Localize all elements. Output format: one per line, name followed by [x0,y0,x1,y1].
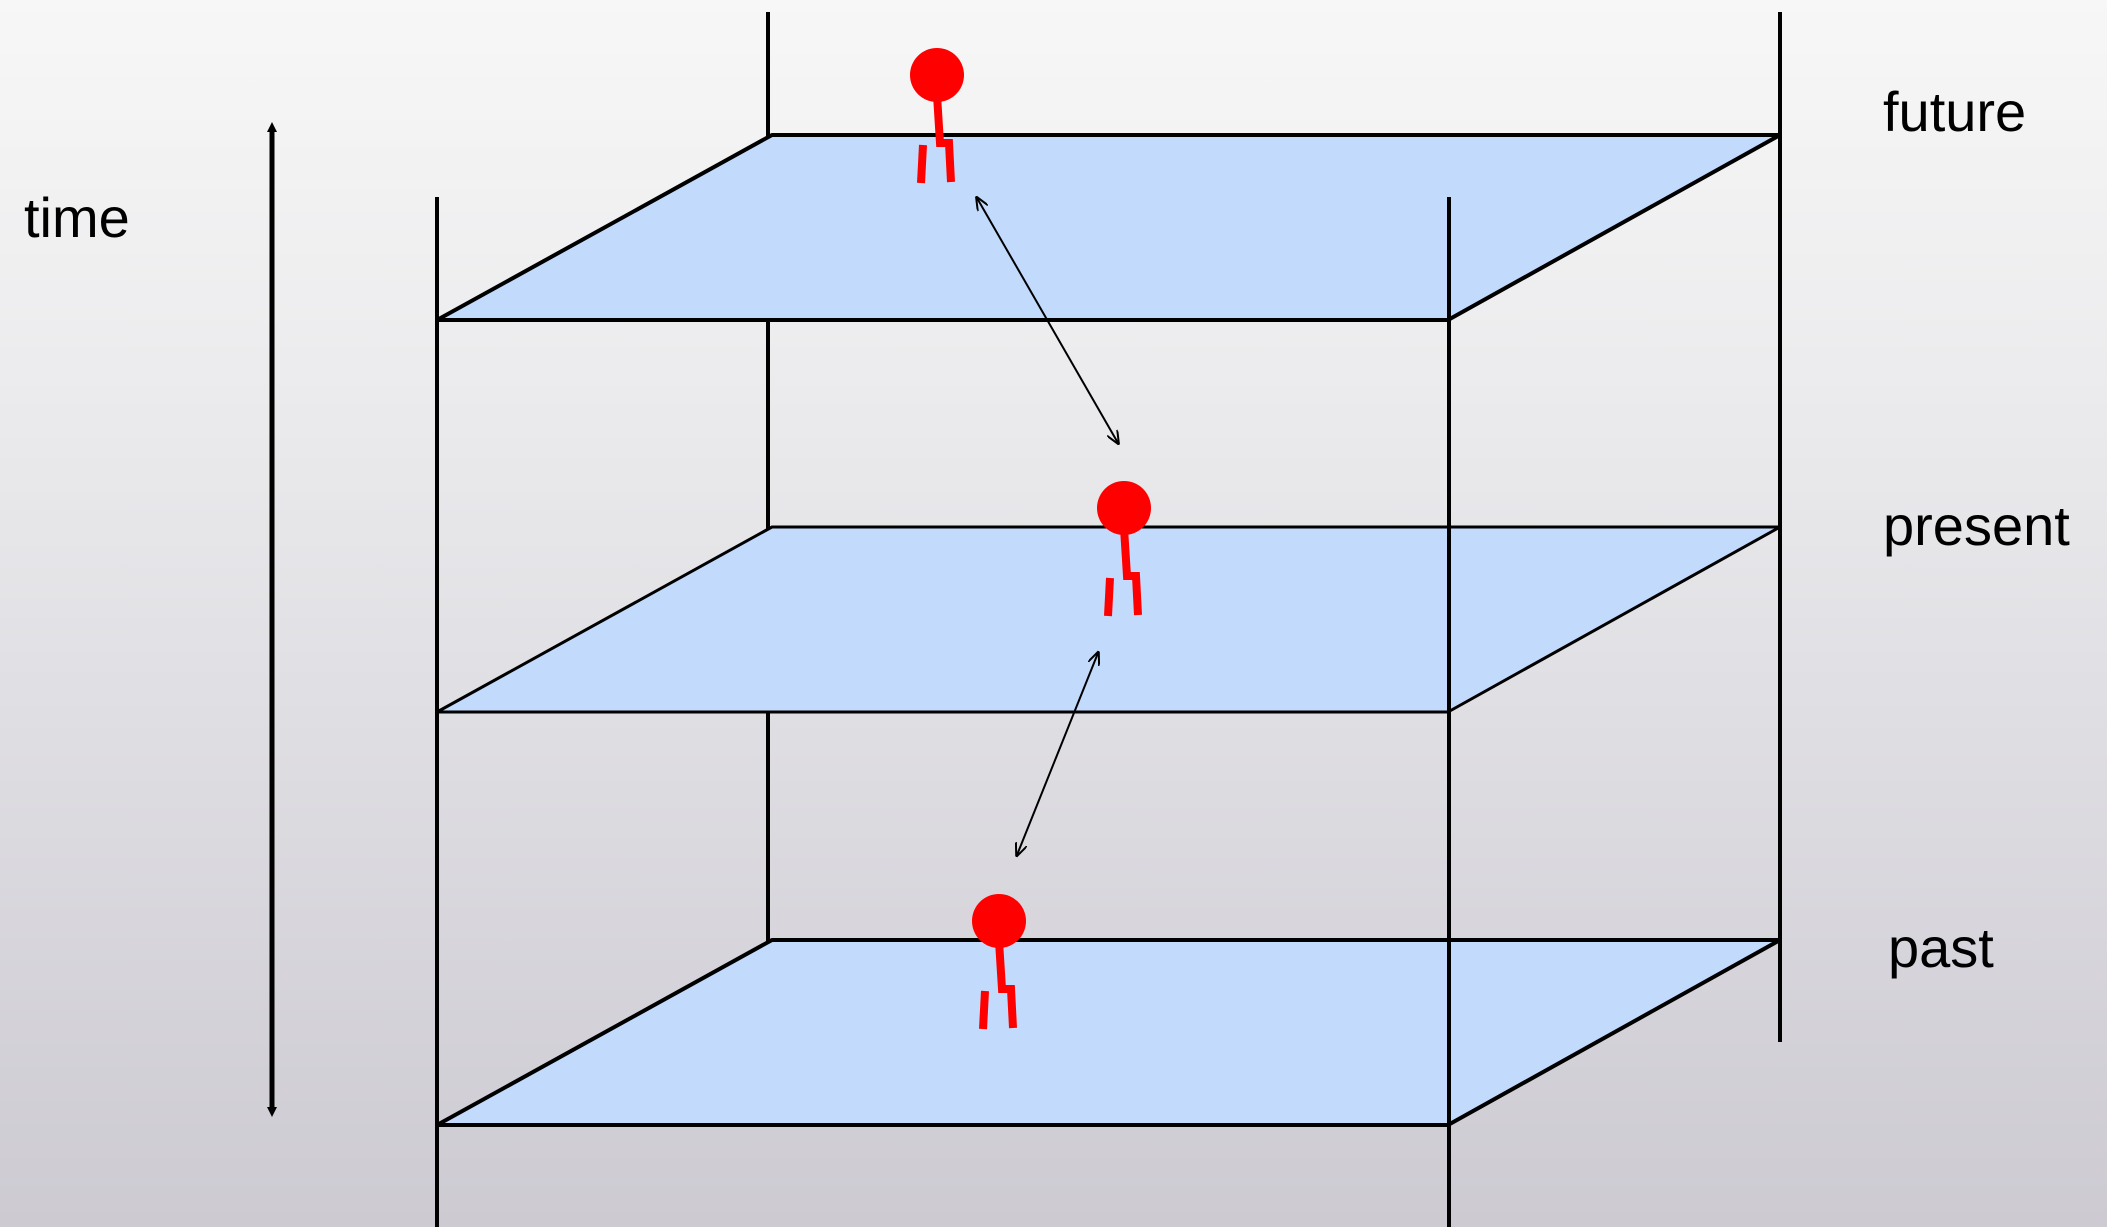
stick-figure-icon-future [910,48,964,184]
time-axis-label: time [24,186,130,249]
past-label: past [1888,916,1994,979]
stick-figure-icon-present [1097,481,1151,617]
plane-future [435,133,1782,322]
arrow-present-past [1017,653,1098,855]
arrow-future-present [977,198,1118,443]
plane-present [435,525,1782,714]
present-label: present [1883,494,2070,557]
stick-figure-icon-past [972,894,1026,1030]
plane-past [435,938,1782,1127]
future-label: future [1883,80,2027,143]
